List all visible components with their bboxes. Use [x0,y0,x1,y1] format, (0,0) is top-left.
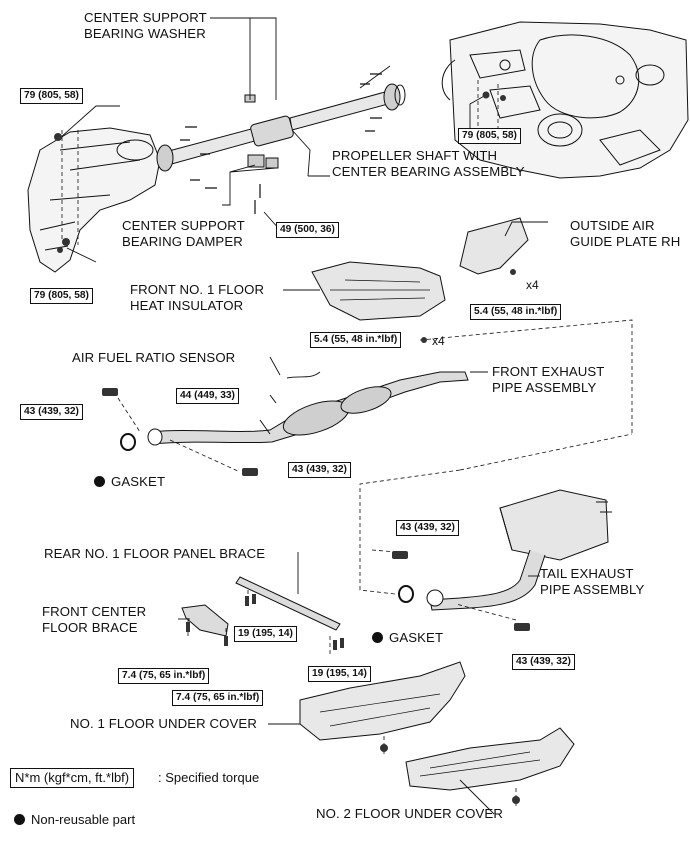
label-line-2: CENTER BEARING ASSEMBLY [332,164,525,179]
heat-insulator-drawing [311,261,446,321]
label-line-2: PIPE ASSEMBLY [492,380,597,395]
label-line-2: GUIDE PLATE RH [570,234,681,249]
label-front-center-floor-brace: FRONT CENTER FLOOR BRACE [42,604,146,636]
label-line-2: BEARING DAMPER [122,234,243,249]
no2-under-cover-drawing [405,727,575,791]
gasket-rear-drawing [398,585,414,603]
transmission-drawing [27,127,161,273]
torque-44-sensor: 44 (449, 33) [176,388,239,404]
label-line-2: PIPE ASSEMBLY [540,582,645,597]
legend-torque-key: N*m (kgf*cm, ft.*lbf) [10,768,135,788]
label-front-floor-heat-insulator: FRONT NO. 1 FLOOR HEAT INSULATOR [130,282,264,314]
quantity-x4-insulator: x4 [432,334,445,348]
leader-lines [59,17,548,815]
label-line-1: CENTER SUPPORT [122,218,245,233]
label-rear-floor-panel-brace: REAR NO. 1 FLOOR PANEL BRACE [44,546,266,561]
tail-exhaust-pipe-drawing [426,489,612,611]
torque-43-mid: 43 (439, 32) [288,462,351,478]
torque-7-4-upper: 7.4 (75, 65 in.*lbf) [118,668,210,684]
fasteners [54,91,530,804]
torque-79-upper-left: 79 (805, 58) [20,88,83,104]
label-line-1: OUTSIDE AIR [570,218,655,233]
label-gasket-front: GASKET [94,474,165,490]
legend-non-reusable: Non-reusable part [14,812,135,828]
alignment-lines [61,80,633,806]
torque-49: 49 (500, 36) [276,222,339,238]
label-air-fuel-ratio-sensor: AIR FUEL RATIO SENSOR [72,350,236,365]
label-line-1: TAIL EXHAUST [540,566,634,581]
air-guide-plate-drawing [459,217,529,275]
label-propeller-shaft: PROPELLER SHAFT WITH CENTER BEARING ASSE… [332,148,525,180]
non-reusable-dot-icon [94,476,105,487]
torque-19-lower: 19 (195, 14) [308,666,371,682]
rear-floor-panel-brace-drawing [235,576,341,631]
torque-43-tail-upper: 43 (439, 32) [396,520,459,536]
torque-5-4-insulator: 5.4 (55, 48 in.*lbf) [310,332,402,348]
torque-43-left: 43 (439, 32) [20,404,83,420]
label-line-2: HEAT INSULATOR [130,298,244,313]
legend-non-reusable-text: Non-reusable part [31,812,136,827]
label-front-exhaust-pipe: FRONT EXHAUST PIPE ASSEMBLY [492,364,604,396]
label-center-support-bearing-damper: CENTER SUPPORT BEARING DAMPER [122,218,245,250]
label-line-1: PROPELLER SHAFT WITH [332,148,498,163]
label-tail-exhaust-pipe: TAIL EXHAUST PIPE ASSEMBLY [540,566,644,598]
torque-79-upper-right: 79 (805, 58) [458,128,521,144]
label-line-2: FLOOR BRACE [42,620,138,635]
torque-79-lower-left: 79 (805, 58) [30,288,93,304]
quantity-x4-guide-plate: x4 [526,278,539,292]
front-exhaust-pipe-drawing [147,371,469,446]
torque-19-upper: 19 (195, 14) [234,626,297,642]
label-line-1: FRONT CENTER [42,604,147,619]
non-reusable-dot-icon [372,632,383,643]
gasket-rear-text: GASKET [389,630,444,645]
torque-5-4-guide-plate: 5.4 (55, 48 in.*lbf) [470,304,562,320]
non-reusable-dot-icon [14,814,25,825]
label-no2-floor-under-cover: NO. 2 FLOOR UNDER COVER [316,806,503,821]
gasket-front-text: GASKET [111,474,166,489]
propeller-shaft-drawing [156,83,406,172]
label-no1-floor-under-cover: NO. 1 FLOOR UNDER COVER [70,716,257,731]
label-line-1: FRONT NO. 1 FLOOR [130,282,265,297]
label-line-1: FRONT EXHAUST [492,364,605,379]
label-line-2: BEARING WASHER [84,26,206,41]
no1-under-cover-drawing [299,661,466,741]
label-gasket-rear: GASKET [372,630,443,646]
torque-43-tail-lower: 43 (439, 32) [512,654,575,670]
label-line-1: CENTER SUPPORT [84,10,207,25]
legend-torque-desc: : Specified torque [158,770,260,785]
label-center-support-bearing-washer: CENTER SUPPORT BEARING WASHER [84,10,207,42]
label-outside-air-guide-plate: OUTSIDE AIR GUIDE PLATE RH [570,218,680,250]
gasket-front-drawing [120,433,136,451]
torque-7-4-lower: 7.4 (75, 65 in.*lbf) [172,690,264,706]
